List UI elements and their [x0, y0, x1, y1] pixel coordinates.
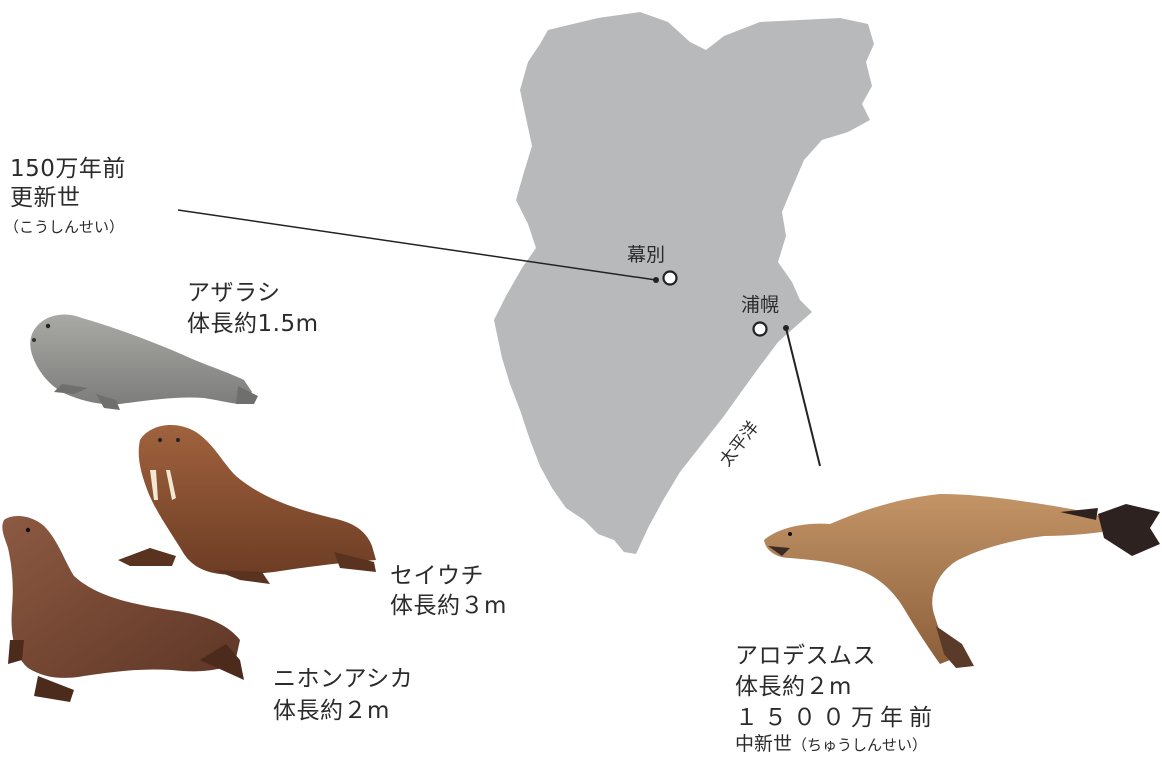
miocene-age: １５００万年前 [735, 705, 938, 731]
seal-size: 体長約1.5m [187, 311, 319, 337]
miocene-epoch: 中新世 [735, 733, 793, 755]
seal-name: アザラシ [187, 280, 281, 306]
miocene-reading: （ちゅうしんせい） [792, 736, 928, 754]
sealion-name: ニホンアシカ [273, 666, 414, 692]
walrus-name: セイウチ [390, 563, 484, 589]
map-land [494, 12, 874, 554]
seal-illustration [30, 314, 258, 410]
pleistocene-epoch: 更新世 [10, 185, 81, 211]
allodesmus-illustration [764, 494, 1160, 668]
leader-line-makubetsu [177, 209, 657, 281]
allodesmus-name: アロデスムス [735, 643, 876, 669]
walrus-illustration [118, 425, 376, 584]
place-label-urahoro: 浦幌 [741, 294, 780, 316]
miocene-epoch-line: 中新世（ちゅうしんせい） [735, 733, 927, 757]
sealion-illustration [2, 516, 244, 702]
place-label-makubetsu: 幕別 [627, 244, 666, 266]
site-marker-makubetsu [662, 270, 678, 286]
sealion-size: 体長約２m [273, 698, 390, 724]
pleistocene-age: 150万年前 [10, 156, 126, 182]
allodesmus-size: 体長約２m [735, 674, 852, 700]
leader-line-urahoro [785, 327, 821, 467]
pleistocene-reading: （こうしんせい） [4, 218, 125, 236]
leader-dot-makubetsu [653, 277, 659, 283]
walrus-size: 体長約３m [390, 593, 507, 619]
leader-dot-urahoro [783, 325, 789, 331]
site-marker-urahoro [752, 321, 768, 337]
